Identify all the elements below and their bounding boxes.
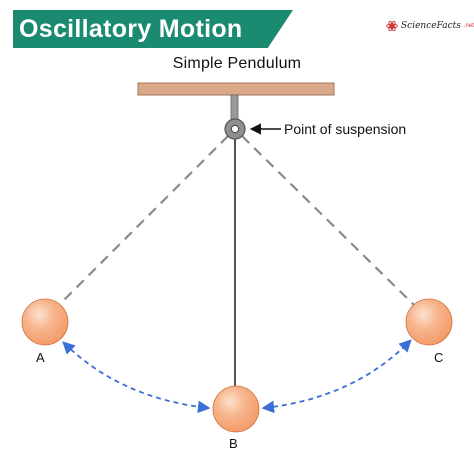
swing-arrow-left xyxy=(62,341,211,414)
page-title: Oscillatory Motion xyxy=(19,15,243,43)
suspension-label: Point of suspension xyxy=(284,121,407,137)
bob-a xyxy=(21,298,69,346)
brand-name: ScienceFacts xyxy=(401,21,461,31)
position-label-b: B xyxy=(229,436,238,451)
bob-c xyxy=(405,298,453,346)
brand-tld: .net xyxy=(463,23,474,29)
bob-b xyxy=(212,385,260,433)
diagram-subtitle: Simple Pendulum xyxy=(172,55,302,72)
title-banner xyxy=(13,10,293,48)
brand-logo: ScienceFacts .net xyxy=(386,20,474,32)
position-label-c: C xyxy=(434,350,444,365)
swing-arrow-right xyxy=(261,339,412,414)
pivot-circle-icon xyxy=(224,118,246,140)
support-beam xyxy=(137,82,335,96)
sciencefacts-logo-icon xyxy=(386,20,398,32)
dashed-path-right xyxy=(241,135,415,306)
position-label-a: A xyxy=(36,350,45,365)
dashed-path-left xyxy=(57,135,229,307)
